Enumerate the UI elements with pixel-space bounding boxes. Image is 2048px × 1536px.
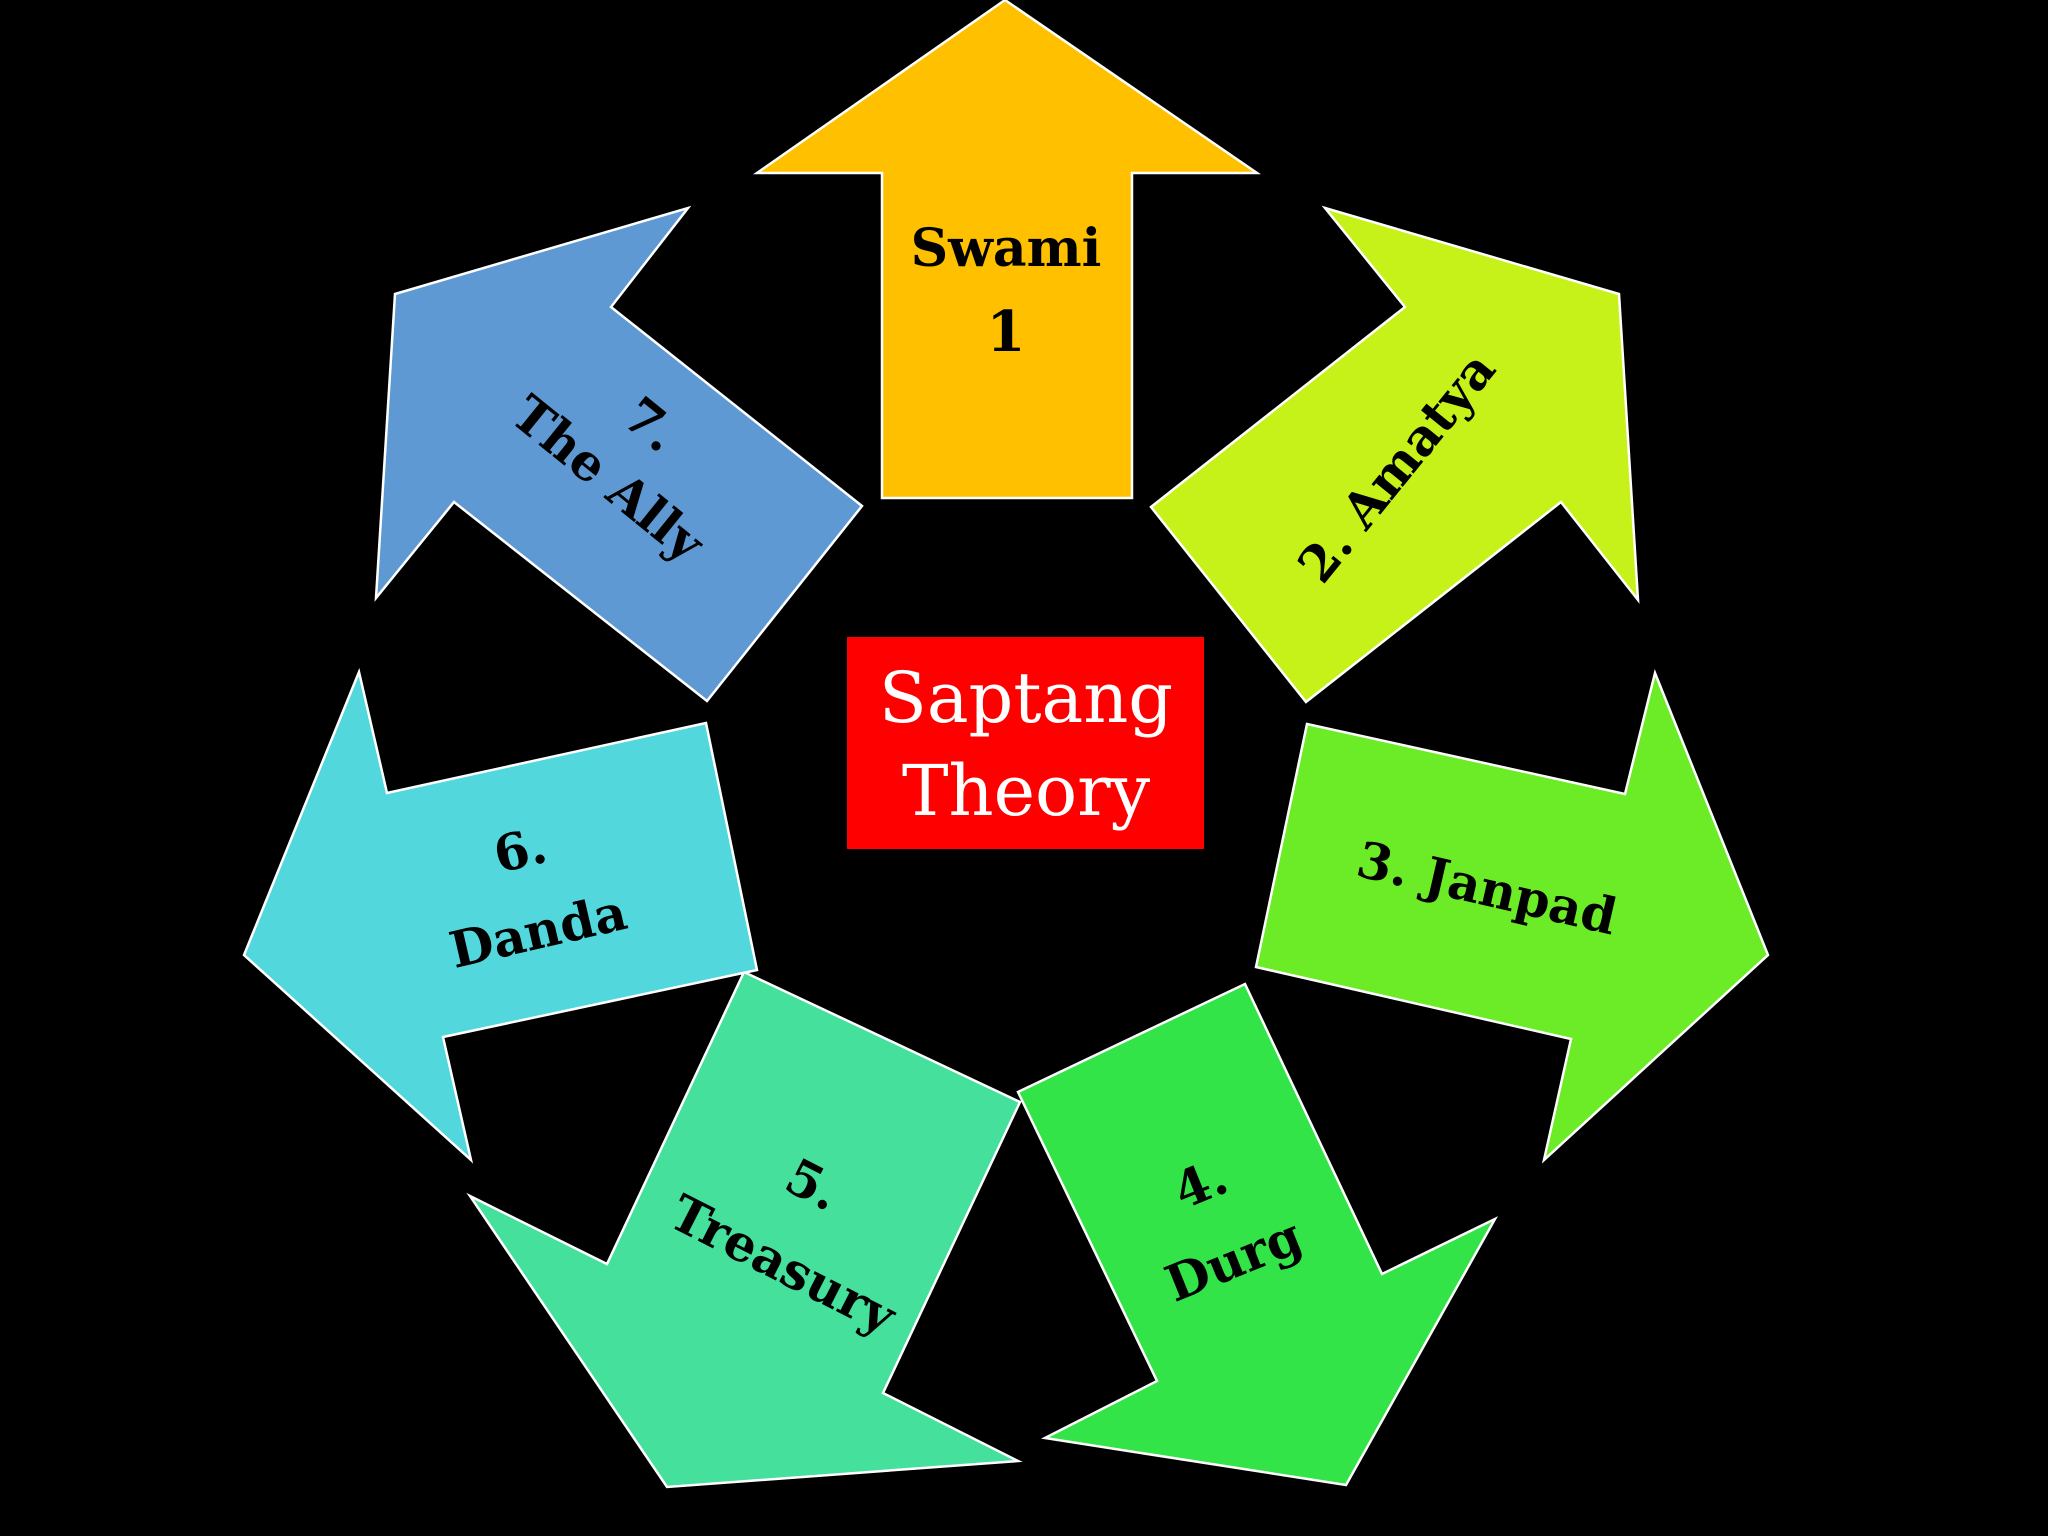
arrow-swami: Swami 1	[753, 0, 1262, 500]
arrow-treasury-shape	[466, 970, 1023, 1489]
arrow-ally-shape	[374, 205, 864, 703]
arrow-ally: 7. The Ally	[374, 205, 864, 703]
arrow-janpad-shape	[1254, 668, 1770, 1164]
arrow-durg: 4. Durg	[1016, 982, 1499, 1487]
arrow-durg-shape	[1016, 982, 1499, 1487]
arrow-danda-shape	[242, 667, 759, 1164]
arrow-swami-title: Swami	[911, 218, 1102, 279]
arrow-amatya: 2. Amatya	[1149, 205, 1640, 704]
arrow-amatya-shape	[1149, 205, 1640, 704]
arrow-treasury: 5. Treasury	[466, 970, 1023, 1489]
arrow-danda: 6. Danda	[242, 667, 759, 1164]
arrow-danda-number: 6.	[488, 815, 552, 884]
arrow-swami-number: 1	[987, 299, 1026, 365]
arrow-swami-shape	[753, 0, 1262, 500]
center-box-background	[847, 637, 1204, 849]
center-title-line1: Saptang	[879, 657, 1173, 739]
arrow-janpad: 3. Janpad	[1254, 668, 1770, 1164]
center-box: Saptang Theory	[847, 637, 1204, 849]
center-title-line2: Theory	[902, 750, 1151, 832]
